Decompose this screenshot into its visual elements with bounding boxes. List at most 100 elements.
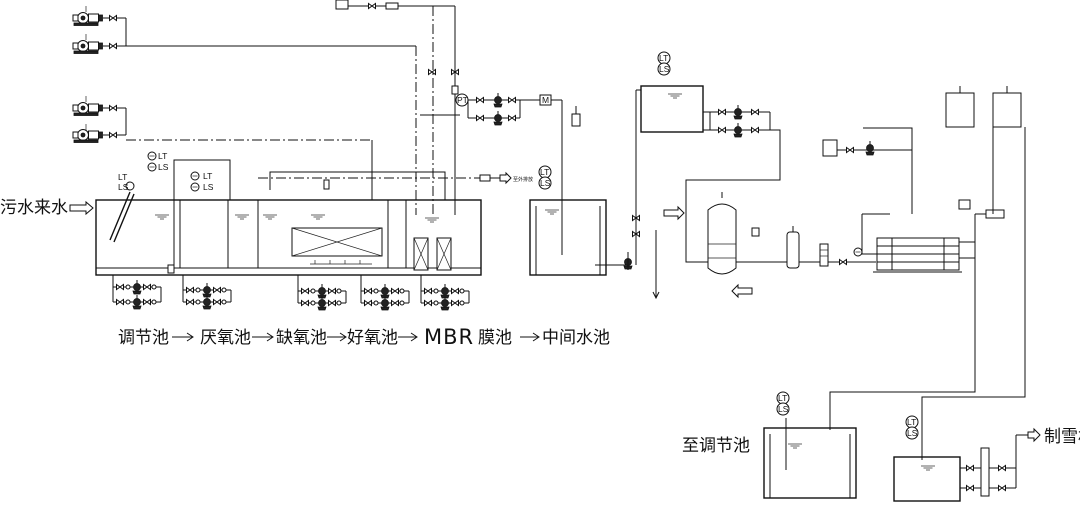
level-gauge-icon (190, 171, 200, 181)
discharge-label: 至外排放 (513, 176, 533, 183)
pump-icon (298, 284, 346, 298)
stage-label-mbr: MBR (424, 325, 474, 349)
stage-labels: 调节池 厌氧池 缺氧池 好氧池 MBR 膜池 中间水池 (118, 325, 610, 349)
lt-label: LT (907, 417, 916, 427)
valve-icon (428, 69, 436, 75)
level-gauge-icon (147, 151, 157, 161)
valve-icon (368, 3, 376, 9)
valve-icon (718, 109, 726, 115)
chemical-dosing (822, 86, 1022, 214)
valve-icon (718, 127, 726, 133)
blower-group-top (72, 6, 417, 215)
cartridge-filter (786, 226, 876, 269)
ls-label: LS (659, 64, 670, 74)
valve-icon (508, 115, 516, 121)
to-adjust-label: 至调节池 (682, 436, 750, 456)
blower-icon (72, 102, 103, 116)
valve-icon (966, 465, 974, 471)
valve-icon (998, 465, 1006, 471)
stage-label-adjust: 调节池 (118, 328, 169, 348)
lt-label: LT (540, 167, 549, 177)
inlet-label: 污水来水 (0, 198, 68, 218)
ls-label: LS (203, 182, 214, 192)
pump-icon (183, 295, 231, 309)
valve-icon (109, 132, 117, 138)
inlet: 污水来水 (0, 198, 94, 218)
top-feed-line (335, 0, 460, 215)
arrow-icon (663, 205, 685, 221)
filter-vessel (663, 192, 790, 299)
level-gauge-icon (190, 182, 200, 192)
arrow-icon (499, 171, 512, 185)
arrow-icon (252, 332, 274, 342)
valve-icon (751, 109, 759, 115)
gauge-icon (853, 247, 863, 257)
blower-icon (72, 129, 103, 143)
valve-icon (846, 147, 854, 153)
lt-label: LT (158, 151, 167, 161)
membrane-unit (861, 199, 1005, 273)
pump-icon (493, 110, 503, 126)
pump-icon (361, 296, 409, 310)
return-tank: LT LS 至调节池 (682, 391, 857, 499)
pump-icon (113, 295, 161, 309)
stage-label-aerobic: 好氧池 (347, 328, 398, 348)
arrow-icon (69, 200, 94, 216)
m-label: M (542, 95, 549, 105)
valve-icon (839, 259, 847, 265)
arrow-icon (327, 332, 347, 342)
pump-icon (421, 284, 469, 298)
pump-icon (421, 296, 469, 310)
middle-water-tank (529, 90, 660, 300)
ls-label: LS (158, 162, 169, 172)
pump-icon (113, 280, 161, 294)
pump-icon (733, 122, 743, 138)
snow-feed-tank: LT LS 制雪机 (893, 415, 1080, 502)
ls-label: LS (540, 178, 551, 188)
lt-label: LT (778, 393, 787, 403)
bar-screen (109, 181, 135, 243)
stage-label-mbr-suffix: 膜池 (478, 328, 512, 348)
permeate-pump-group: PT M (455, 92, 581, 255)
valve-icon (109, 15, 117, 21)
stage-label-anaerobic: 厌氧池 (200, 328, 251, 348)
valve-icon (476, 115, 484, 121)
pump-icon (183, 283, 231, 297)
pump-icon (298, 296, 346, 310)
pump-icon (493, 92, 503, 108)
valve-icon (508, 97, 516, 103)
tank-train (95, 181, 482, 276)
arrow-icon (398, 332, 418, 342)
arrow-icon (520, 332, 540, 342)
snow-machine-label: 制雪机 (1044, 427, 1080, 447)
arrow-icon (731, 283, 753, 299)
level-gauge-icon (147, 162, 157, 172)
pt-label: PT (457, 95, 468, 105)
arrow-icon (1027, 427, 1041, 443)
blower-icon (72, 40, 103, 54)
valve-icon (109, 43, 117, 49)
lower-return-lines (829, 127, 1026, 460)
ls-label: LS (118, 182, 129, 192)
blower-icon (72, 12, 103, 26)
recirculation-lines: 至外排放 (173, 140, 533, 268)
valve-icon (998, 485, 1006, 491)
arrow-icon (172, 332, 194, 342)
bottom-pump-sets (112, 275, 470, 310)
valve-icon (966, 485, 974, 491)
lt-label: LT (203, 171, 212, 181)
lt-label: LT (118, 172, 127, 182)
valve-icon (476, 97, 484, 103)
ls-label: LS (907, 428, 918, 438)
level-instruments-train: LT LS LT LS LT LS LT LS (118, 151, 552, 192)
pump-icon (361, 284, 409, 298)
pump-icon (865, 140, 875, 156)
lt-label: LT (659, 53, 668, 63)
pump-icon (733, 104, 743, 120)
stage-label-anoxic: 缺氧池 (276, 328, 327, 348)
valve-icon (751, 127, 759, 133)
ls-label: LS (778, 404, 789, 414)
stage-label-middle: 中间水池 (542, 328, 610, 348)
upper-tank-group: LT LS (636, 51, 781, 263)
